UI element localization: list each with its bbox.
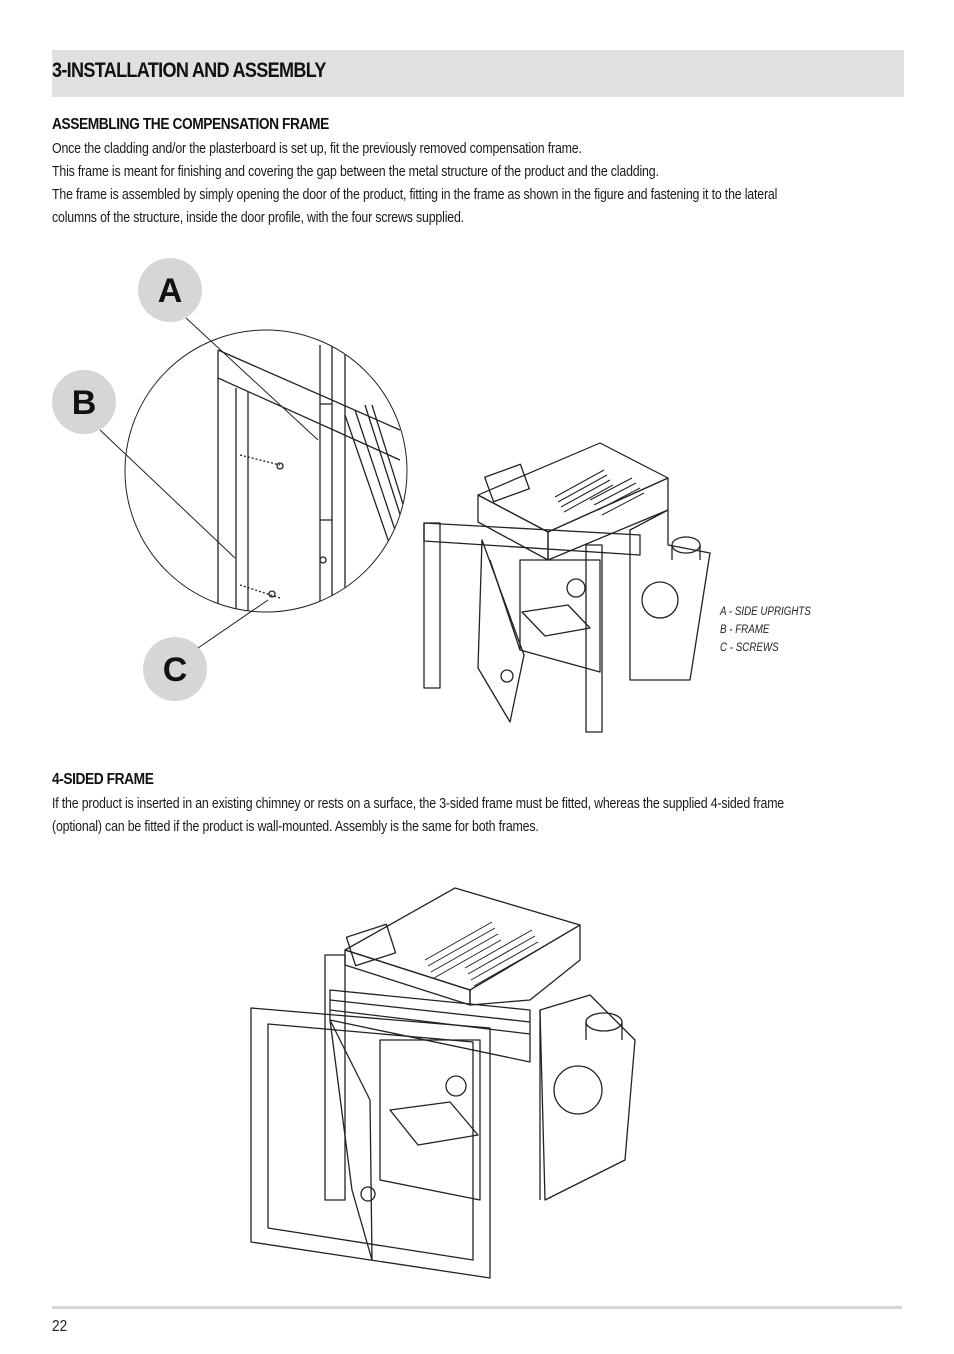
page-number: 22 [52, 1318, 68, 1335]
legend-item: C - SCREWS [720, 642, 779, 654]
paragraph-line: Once the cladding and/or the plasterboar… [52, 141, 582, 157]
callout-a-circle [138, 258, 202, 322]
four-sided-frame-text: If the product is inserted in an existin… [52, 793, 904, 839]
callout-c-circle [143, 637, 207, 701]
paragraph-line: The frame is assembled by simply opening… [52, 187, 778, 203]
detail-magnifier [124, 329, 408, 613]
figure-legend: A - SIDE UPRIGHTS B - FRAME C - SCREWS [720, 603, 811, 657]
legend-item: B - FRAME [720, 624, 770, 636]
paragraph-line: columns of the structure, inside the doo… [52, 210, 464, 226]
callout-b-circle [52, 370, 116, 434]
paragraph-line: (optional) can be fitted if the product … [52, 819, 539, 835]
section-header-bar [52, 50, 904, 97]
four-sided-frame-heading: 4-SIDED FRAME [52, 771, 154, 788]
paragraph-line: If the product is inserted in an existin… [52, 796, 785, 812]
legend-item: A - SIDE UPRIGHTS [720, 606, 811, 618]
paragraph-line: This frame is meant for finishing and co… [52, 164, 659, 180]
compensation-frame-heading: ASSEMBLING THE COMPENSATION FRAME [52, 116, 329, 133]
callout-a-label: A [158, 272, 183, 310]
assembly-figure-3-sided: A B C [52, 258, 711, 733]
callout-c-label: C [163, 651, 188, 689]
assembly-figure-4-sided [250, 887, 636, 1279]
section-title: 3-INSTALLATION AND ASSEMBLY [52, 59, 326, 82]
callout-b-label: B [72, 384, 97, 422]
compensation-frame-text: Once the cladding and/or the plasterboar… [52, 138, 904, 230]
footer-rule [52, 1306, 902, 1309]
